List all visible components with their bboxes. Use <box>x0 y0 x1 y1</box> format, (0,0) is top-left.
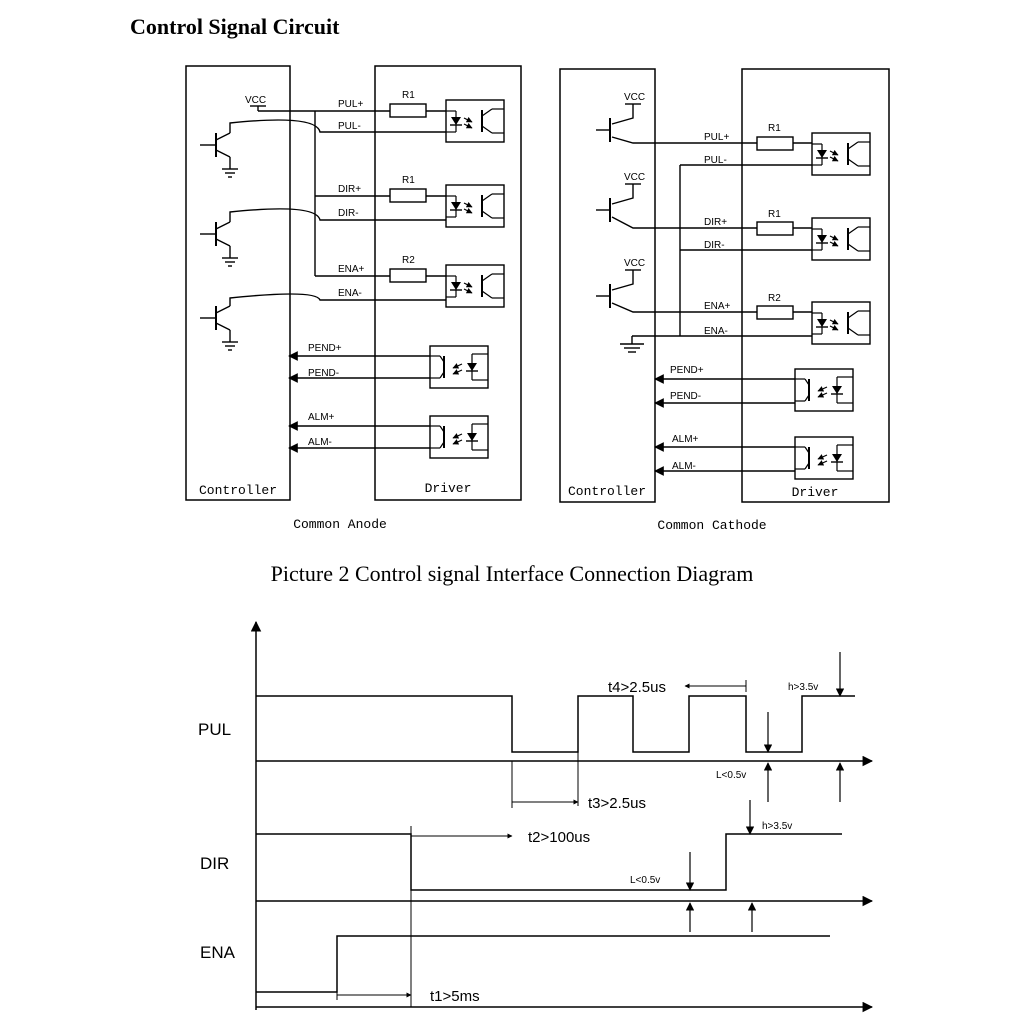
figure-caption: Picture 2 Control signal Interface Conne… <box>270 561 754 586</box>
anode-dir-plus-label: DIR+ <box>338 184 361 195</box>
anode-pul-minus-label: PUL- <box>338 121 361 132</box>
anode-r-ena-label: R2 <box>402 255 415 266</box>
anode-alm-plus-label: ALM+ <box>308 412 335 423</box>
cathode-pul-plus-label: PUL+ <box>704 132 729 143</box>
cathode-controller-label: Controller <box>568 484 646 499</box>
cathode-ena-minus-label: ENA- <box>704 326 728 337</box>
cathode-vcc2-label: VCC <box>624 172 645 183</box>
cathode-r-dir-label: R1 <box>768 209 781 220</box>
cathode-dir-plus-label: DIR+ <box>704 217 727 228</box>
anode-alm-minus-label: ALM- <box>308 437 332 448</box>
timing-pul-label: PUL <box>198 720 231 739</box>
pul-low-label: L<0.5v <box>716 770 746 781</box>
anode-r-pul-label: R1 <box>402 90 415 101</box>
anode-r-dir-label: R1 <box>402 175 415 186</box>
cathode-dir-minus-label: DIR- <box>704 240 725 251</box>
anode-controller-label: Controller <box>199 483 277 498</box>
ena-waveform <box>256 935 830 993</box>
cathode-controller-box <box>559 68 656 503</box>
anode-ena-minus-label: ENA- <box>338 288 362 299</box>
dir-low-label: L<0.5v <box>630 875 660 886</box>
timing-diagram <box>250 620 874 1013</box>
anode-vcc-label: VCC <box>245 95 266 106</box>
cathode-driver-box <box>741 68 890 503</box>
cathode-pend-minus-label: PEND- <box>670 391 701 402</box>
pul-high-label: h>3.5v <box>788 682 818 693</box>
anode-driver-label: Driver <box>425 481 472 496</box>
cathode-mode-label: Common Cathode <box>657 518 766 533</box>
anode-ena-plus-label: ENA+ <box>338 264 365 275</box>
anode-pend-plus-label: PEND+ <box>308 343 342 354</box>
cathode-driver-label: Driver <box>792 485 839 500</box>
cathode-vcc1-label: VCC <box>624 92 645 103</box>
cathode-r-pul-label: R1 <box>768 123 781 134</box>
cathode-alm-minus-label: ALM- <box>672 461 696 472</box>
cathode-vcc3-label: VCC <box>624 258 645 269</box>
anode-dir-minus-label: DIR- <box>338 208 359 219</box>
anode-pul-plus-label: PUL+ <box>338 99 363 110</box>
t1-label: t1>5ms <box>430 988 480 1005</box>
t4-label: t4>2.5us <box>608 679 666 696</box>
cathode-r-ena-label: R2 <box>768 293 781 304</box>
anode-controller-box <box>185 65 291 501</box>
t3-label: t3>2.5us <box>588 795 646 812</box>
page-title: Control Signal Circuit <box>130 14 340 39</box>
timing-dir-label: DIR <box>200 854 229 873</box>
dir-waveform <box>256 833 842 891</box>
common-cathode-circuit: Controller Driver Common Cathode <box>559 68 890 533</box>
dir-high-label: h>3.5v <box>762 821 792 832</box>
anode-mode-label: Common Anode <box>293 517 387 532</box>
common-anode-circuit: Controller Driver Common Anode VCC R1 R1… <box>185 65 522 532</box>
cathode-alm-plus-label: ALM+ <box>672 434 699 445</box>
cathode-ena-plus-label: ENA+ <box>704 301 731 312</box>
anode-pend-minus-label: PEND- <box>308 368 339 379</box>
timing-ena-label: ENA <box>200 943 236 962</box>
t2-label: t2>100us <box>528 829 590 846</box>
cathode-pul-minus-label: PUL- <box>704 155 727 166</box>
pul-waveform <box>256 695 855 753</box>
anode-driver-box <box>374 65 522 501</box>
cathode-pend-plus-label: PEND+ <box>670 365 704 376</box>
